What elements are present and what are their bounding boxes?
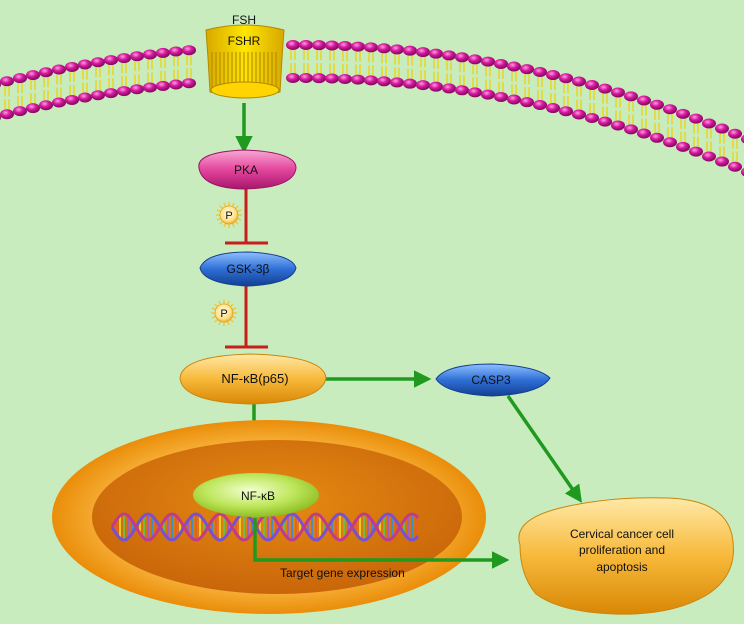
fshr-label: FSHR: [228, 34, 261, 48]
target-gene-label: Target gene expression: [280, 566, 405, 580]
fsh-label: FSH: [232, 13, 256, 27]
cell-membrane: [0, 40, 744, 177]
svg-text:P: P: [220, 308, 227, 320]
casp3-node: CASP3: [435, 363, 551, 397]
nfkb-nuclear-label: NF-κB: [241, 489, 275, 503]
casp3-label: CASP3: [471, 373, 511, 387]
gsk3b-label: GSK-3β: [227, 262, 270, 276]
outcome-node: Cervical cancer cell proliferation and a…: [518, 497, 734, 615]
nfkb-nuclear-node: NF-κB: [193, 473, 319, 517]
svg-text:P: P: [225, 210, 232, 222]
gsk3b-node: GSK-3β: [199, 251, 297, 287]
pka-label: PKA: [234, 163, 258, 177]
phospho-marker-2: P: [211, 300, 237, 326]
nfkb-p65-label: NF-κB(p65): [221, 371, 288, 386]
outcome-line-1: Cervical cancer cell: [570, 527, 674, 541]
nfkb-p65-node: NF-κB(p65): [179, 353, 327, 405]
outcome-line-3: apoptosis: [596, 560, 647, 574]
phospho-marker-1: P: [216, 202, 242, 228]
arrow-target-gene-expression: [253, 518, 510, 569]
fshr-receptor: FSH FSHR: [205, 13, 285, 99]
pka-node: PKA: [198, 149, 297, 190]
outcome-line-2: proliferation and: [579, 543, 665, 557]
arrow-casp3-to-outcome: [506, 395, 582, 503]
